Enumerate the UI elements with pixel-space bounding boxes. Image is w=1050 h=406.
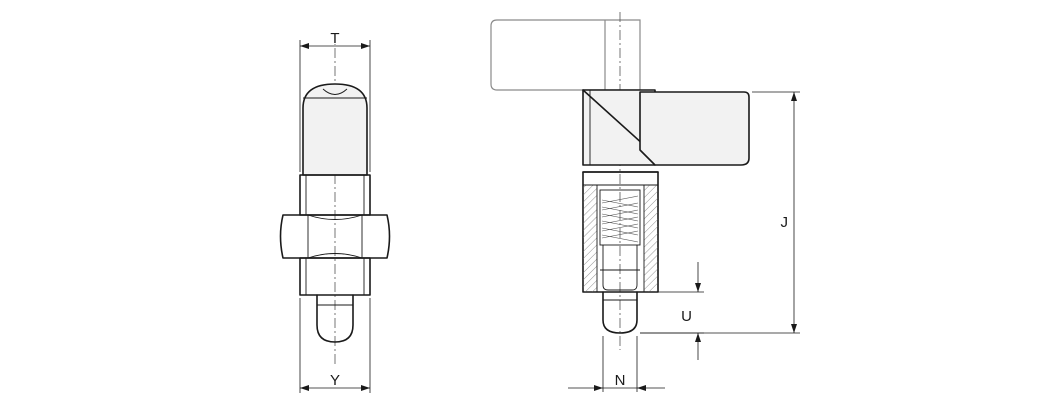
label-T: T xyxy=(330,30,339,47)
body-hatch-left xyxy=(583,185,597,292)
hex-nut xyxy=(279,214,391,259)
label-N: N xyxy=(615,372,626,389)
plunger-inner xyxy=(602,245,638,291)
label-Y: Y xyxy=(330,372,340,389)
label-U: U xyxy=(681,308,692,325)
label-J: J xyxy=(781,214,789,231)
dimension-U: U xyxy=(640,262,704,360)
knob-slot xyxy=(322,88,348,95)
handle-alternate-position xyxy=(490,19,641,91)
dimension-N: N xyxy=(568,336,665,392)
threaded-body-lower xyxy=(299,257,371,296)
inner-bore xyxy=(599,189,641,246)
dimension-T: T xyxy=(299,30,371,172)
front-view xyxy=(279,30,391,365)
plunger-pin xyxy=(316,294,354,343)
side-view xyxy=(490,12,750,350)
handle-arm xyxy=(639,91,750,166)
plunger-tip xyxy=(602,291,638,334)
body-hatch-right xyxy=(644,185,658,292)
spring xyxy=(601,195,639,243)
dimension-Y: Y xyxy=(299,298,371,393)
